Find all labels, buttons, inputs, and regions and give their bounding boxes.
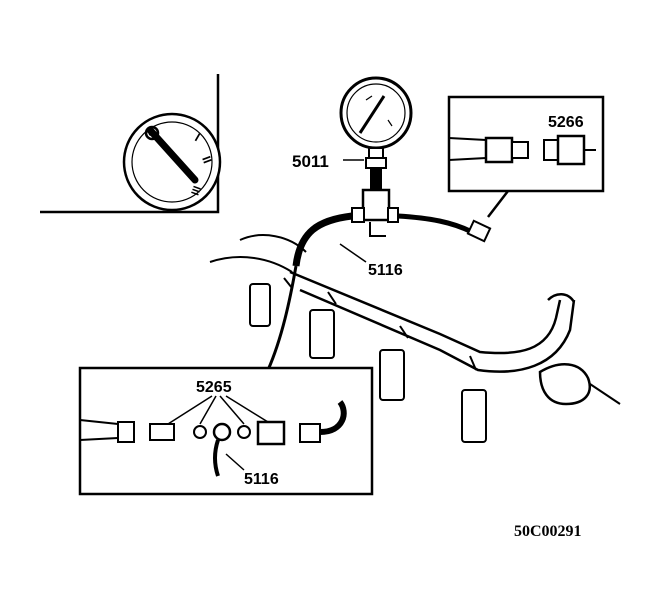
reference-code: 50C00291 [514,523,582,540]
fuel-injectors [249,283,487,443]
fuel-rail-assembly [209,234,621,406]
label-5116-inset: 5116 [244,471,279,488]
test-hose: 5116 [292,212,492,279]
adapter-inset-5266: 5266 [447,95,605,218]
adapter-inset-5265: 5265 5116 [78,366,374,496]
ignition-position-3: III [188,184,202,197]
label-5266: 5266 [548,114,584,131]
gauge-needle-icon [358,95,386,134]
ignition-position-2: II [199,154,214,165]
label-5011: 5011 [292,152,329,171]
ignition-position-1: I [193,130,203,144]
ignition-key-icon [146,126,199,184]
label-5265: 5265 [196,379,232,396]
label-5116-hose: 5116 [368,262,403,279]
pressure-gauge: 5011 [292,76,413,190]
ignition-position-0: 0 [148,127,154,139]
ignition-switch-inset: 0 I II III [40,74,222,214]
t-connector [351,188,399,237]
